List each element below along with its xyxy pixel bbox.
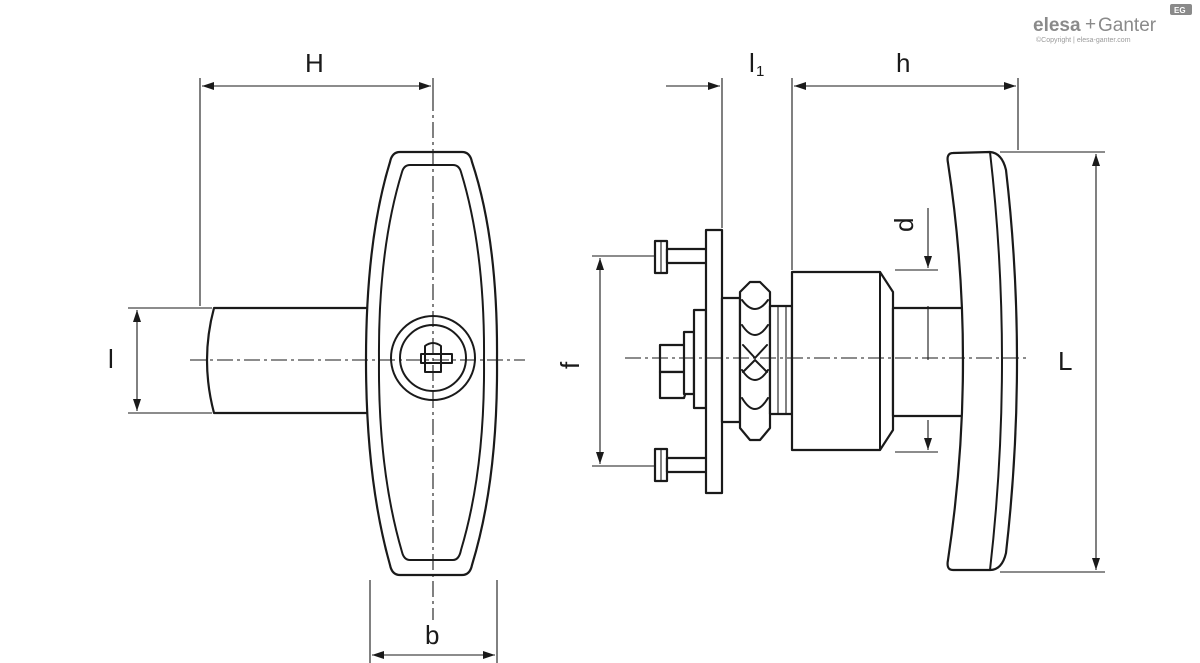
dim-label-L: L (1058, 346, 1072, 376)
cone-housing (790, 270, 895, 452)
copyright-text: ©Copyright | elesa-ganter.com (1036, 36, 1131, 44)
front-view (190, 95, 525, 620)
brand-logo: elesa + Ganter EG ©Copyright | elesa-gan… (1033, 4, 1192, 44)
dim-label-l1: l (749, 48, 755, 78)
front-shaft (205, 306, 374, 415)
dimension-l1: l 1 (666, 48, 1016, 270)
logo-ganter: Ganter (1098, 15, 1157, 36)
dim-label-d: d (889, 218, 919, 232)
dimension-h: h (896, 48, 1019, 150)
lower-screw-shank (665, 456, 709, 474)
dimension-L: L (1000, 151, 1105, 573)
logo-badge-icon (1170, 4, 1192, 15)
logo-badge-text: EG (1174, 6, 1186, 15)
bracket-block (692, 308, 708, 410)
key-icon (424, 342, 442, 373)
side-handle-edge (989, 151, 1003, 571)
dimension-f: f (555, 255, 654, 467)
dim-label-h: h (896, 48, 910, 78)
washer (682, 330, 696, 396)
dimension-b: b (369, 580, 498, 663)
thread-sleeve (768, 304, 794, 416)
dim-label-l: l (108, 344, 114, 374)
dim-label-l1-sub: 1 (756, 63, 764, 80)
upper-screw-shank (665, 247, 709, 265)
dim-label-b: b (425, 620, 439, 650)
dimension-H: H (199, 48, 434, 306)
dim-label-H: H (305, 48, 324, 78)
dimension-l: l (108, 307, 212, 414)
dim-label-f: f (555, 361, 585, 369)
bushing (720, 296, 742, 424)
logo-elesa: elesa (1033, 15, 1081, 36)
logo-plus: + (1085, 14, 1096, 35)
front-handle-inner (377, 164, 486, 561)
side-view (625, 150, 1030, 572)
mounting-plate (704, 228, 724, 495)
dimension-d: d (889, 208, 938, 453)
lock-nut-facets (741, 299, 769, 410)
